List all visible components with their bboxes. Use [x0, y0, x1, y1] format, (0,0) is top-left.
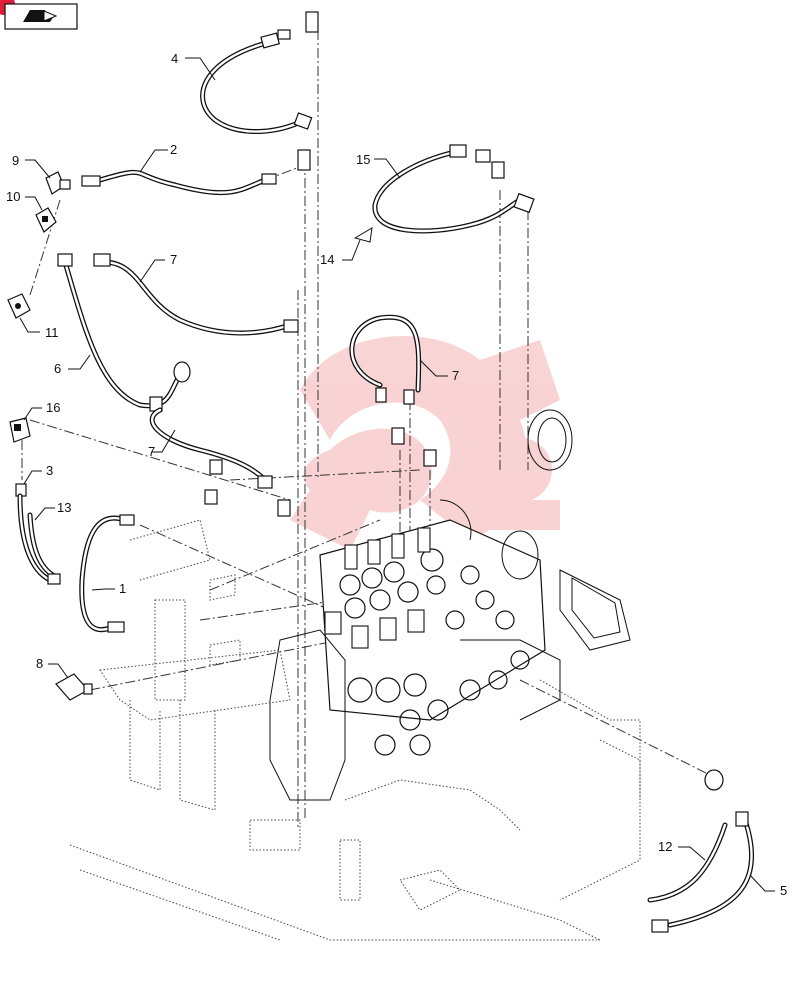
callout-7: 7: [452, 368, 459, 383]
callout-6: 6: [54, 361, 61, 376]
callout-16: 16: [46, 400, 60, 415]
hose-7-upper[interactable]: [93, 253, 299, 336]
callout-7: 7: [170, 252, 177, 267]
fitting-9[interactable]: [45, 171, 71, 195]
callout-1: 1: [119, 581, 126, 596]
right-components: [439, 409, 631, 651]
clip-14[interactable]: [353, 227, 373, 243]
book-reference-icon[interactable]: [4, 3, 78, 30]
callout-13: 13: [57, 500, 71, 515]
callout-10: 10: [6, 189, 20, 204]
callout-labels: 4 2 9 10 15 7 14 11 6 7 16 7 3 13 1 8 12…: [6, 51, 787, 898]
hose-15[interactable]: [372, 144, 535, 234]
hose-13[interactable]: [17, 493, 61, 585]
watermark-logo: [290, 336, 560, 550]
callout-7: 7: [148, 444, 155, 459]
hose-1[interactable]: [79, 514, 135, 633]
chassis-frame: [69, 519, 641, 941]
callout-15: 15: [356, 152, 370, 167]
fitting-10[interactable]: [35, 207, 57, 233]
control-valve-body: [269, 519, 561, 801]
hose-7-right[interactable]: [349, 314, 437, 467]
leader-lines: [19, 57, 775, 892]
hose-6[interactable]: [57, 253, 191, 412]
callout-12: 12: [658, 839, 672, 854]
fitting-11[interactable]: [7, 293, 31, 319]
hose-7-middle[interactable]: [149, 407, 291, 517]
callout-11: 11: [45, 325, 59, 340]
callout-2: 2: [170, 142, 177, 157]
callout-5: 5: [780, 883, 787, 898]
callout-9: 9: [12, 153, 19, 168]
hose-5[interactable]: [651, 769, 755, 933]
callout-14: 14: [320, 252, 334, 267]
fitting-16[interactable]: [9, 417, 31, 443]
fitting-8[interactable]: [55, 673, 93, 701]
hose-2[interactable]: [81, 149, 311, 196]
assembly-lines: [21, 30, 711, 830]
callout-3: 3: [46, 463, 53, 478]
hose-4[interactable]: [200, 11, 319, 134]
callout-4: 4: [171, 51, 178, 66]
hose-12[interactable]: [647, 822, 728, 903]
callout-8: 8: [36, 656, 43, 671]
